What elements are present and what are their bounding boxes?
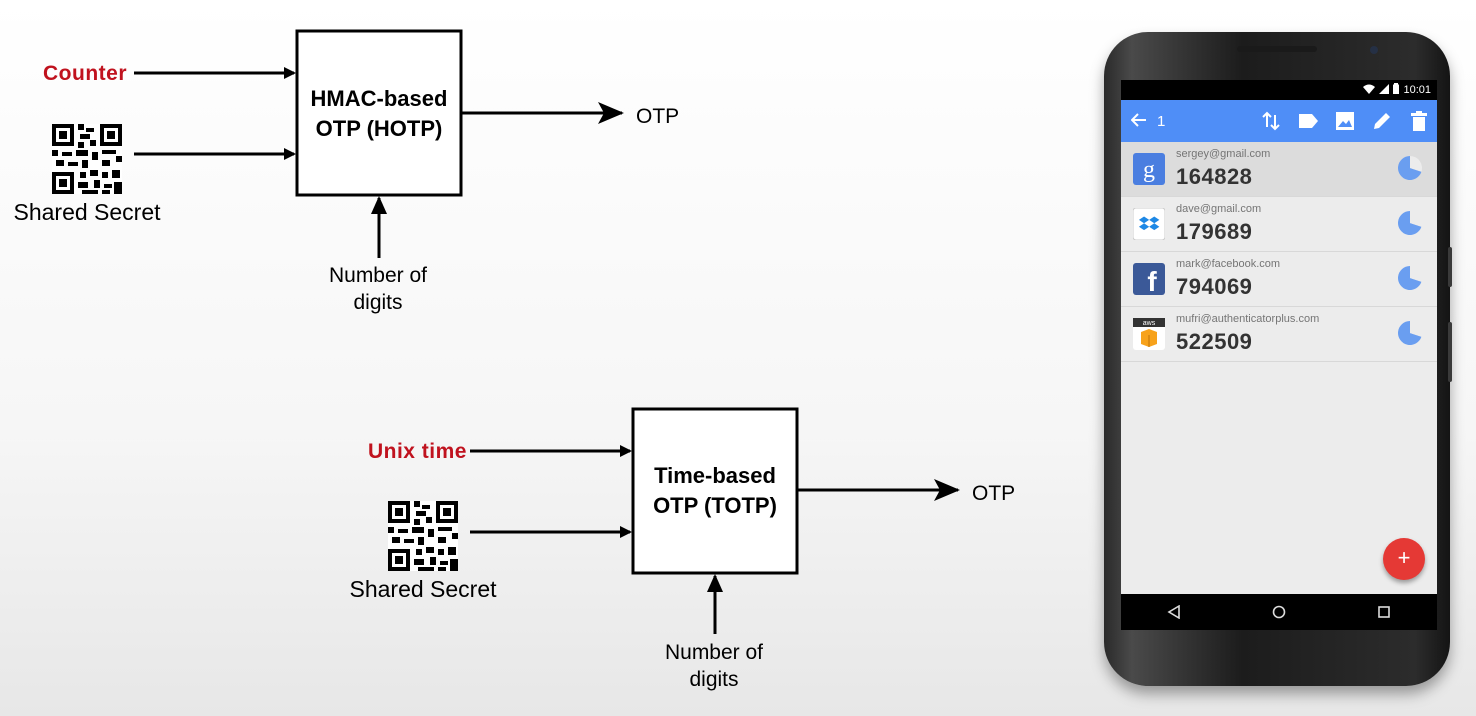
hotp-digits-line2: digits — [353, 291, 402, 314]
totp-digits-line2: digits — [689, 668, 738, 691]
nav-bar — [1121, 594, 1437, 630]
hotp-box-line1: HMAC-based — [311, 86, 448, 111]
account-email: sergey@gmail.com — [1176, 148, 1271, 160]
totp-output-label: OTP — [972, 482, 1015, 505]
hotp-secret-label: Shared Secret — [13, 199, 161, 225]
recents-nav-icon[interactable] — [1354, 606, 1414, 618]
status-time: 10:01 — [1403, 84, 1431, 96]
account-row[interactable]: g sergey@gmail.com 164828 — [1121, 142, 1437, 197]
hotp-qr-code-icon — [52, 124, 122, 194]
aws-badge-text: aws — [1143, 320, 1156, 327]
add-account-button[interactable]: + — [1383, 538, 1425, 580]
totp-digits-line1: Number of — [665, 641, 763, 664]
signal-icon — [1379, 83, 1390, 97]
otp-code: 794069 — [1176, 274, 1253, 299]
totp-unix-time-label: Unix time — [368, 440, 467, 463]
totp-box-line2: OTP (TOTP) — [653, 493, 777, 518]
hotp-box-line2: OTP (HOTP) — [316, 116, 443, 141]
hotp-counter-label: Counter — [43, 62, 127, 85]
svg-text:f: f — [1147, 266, 1157, 295]
selection-count: 1 — [1157, 112, 1166, 130]
account-row[interactable]: aws mufri@authenticatorplus.com 522509 — [1121, 307, 1437, 362]
app-toolbar: 1 — [1121, 100, 1437, 142]
aws-icon: aws — [1133, 318, 1165, 350]
account-row[interactable]: dave@gmail.com 179689 — [1121, 197, 1437, 252]
hotp-output-label: OTP — [636, 105, 679, 128]
account-email: mark@facebook.com — [1176, 258, 1281, 270]
front-camera — [1370, 46, 1378, 54]
google-icon: g — [1133, 153, 1165, 185]
otp-diagram: Counter Shared Secret HMAC-based OTP (HO… — [13, 29, 1015, 691]
delete-icon[interactable] — [1400, 111, 1437, 131]
totp-box — [631, 407, 799, 575]
facebook-icon: f — [1133, 263, 1165, 297]
sort-icon[interactable] — [1252, 111, 1289, 131]
otp-code: 164828 — [1176, 164, 1253, 189]
dropbox-icon — [1132, 207, 1166, 241]
edit-icon[interactable] — [1363, 111, 1400, 131]
back-arrow-icon[interactable] — [1121, 111, 1157, 132]
otp-code: 522509 — [1176, 329, 1253, 354]
countdown-timer-icon — [1397, 320, 1423, 351]
image-icon[interactable] — [1326, 111, 1363, 131]
volume-button[interactable] — [1448, 322, 1452, 382]
hotp-box — [295, 29, 463, 197]
account-email: mufri@authenticatorplus.com — [1176, 313, 1320, 325]
totp-qr-code-icon — [388, 501, 458, 571]
label-icon[interactable] — [1289, 113, 1326, 129]
otp-code: 179689 — [1176, 219, 1253, 244]
home-nav-icon[interactable] — [1249, 605, 1309, 619]
wifi-icon — [1363, 84, 1376, 97]
account-email: dave@gmail.com — [1176, 203, 1262, 215]
totp-box-line1: Time-based — [654, 463, 776, 488]
countdown-timer-icon — [1397, 265, 1423, 296]
account-list: g sergey@gmail.com 164828 dave@gmail.com 179… — [1121, 142, 1437, 362]
hotp-digits-line1: Number of — [329, 264, 427, 287]
power-button[interactable] — [1448, 247, 1452, 287]
back-nav-icon[interactable] — [1144, 605, 1204, 619]
speaker-grille — [1237, 46, 1317, 52]
account-row[interactable]: f mark@facebook.com 794069 — [1121, 252, 1437, 307]
status-bar: 10:01 — [1121, 80, 1437, 100]
svg-text:g: g — [1143, 157, 1155, 183]
countdown-timer-icon — [1397, 155, 1423, 186]
totp-secret-label: Shared Secret — [349, 576, 497, 602]
countdown-timer-icon — [1397, 210, 1423, 241]
battery-icon — [1393, 83, 1400, 97]
